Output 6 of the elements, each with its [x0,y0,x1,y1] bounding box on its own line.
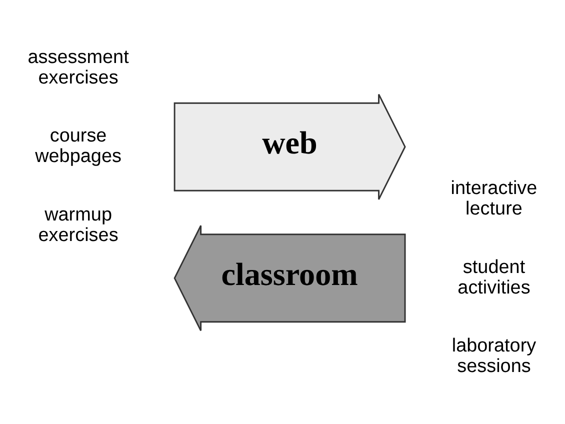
node-label: laboratory sessions [452,335,536,377]
node-label: assessment exercises [28,46,129,88]
node-label: student activities [458,256,530,298]
node-label: interactive lecture [450,178,538,220]
node-label: warmup exercises [38,204,118,246]
node-label: course webpages [35,125,122,167]
